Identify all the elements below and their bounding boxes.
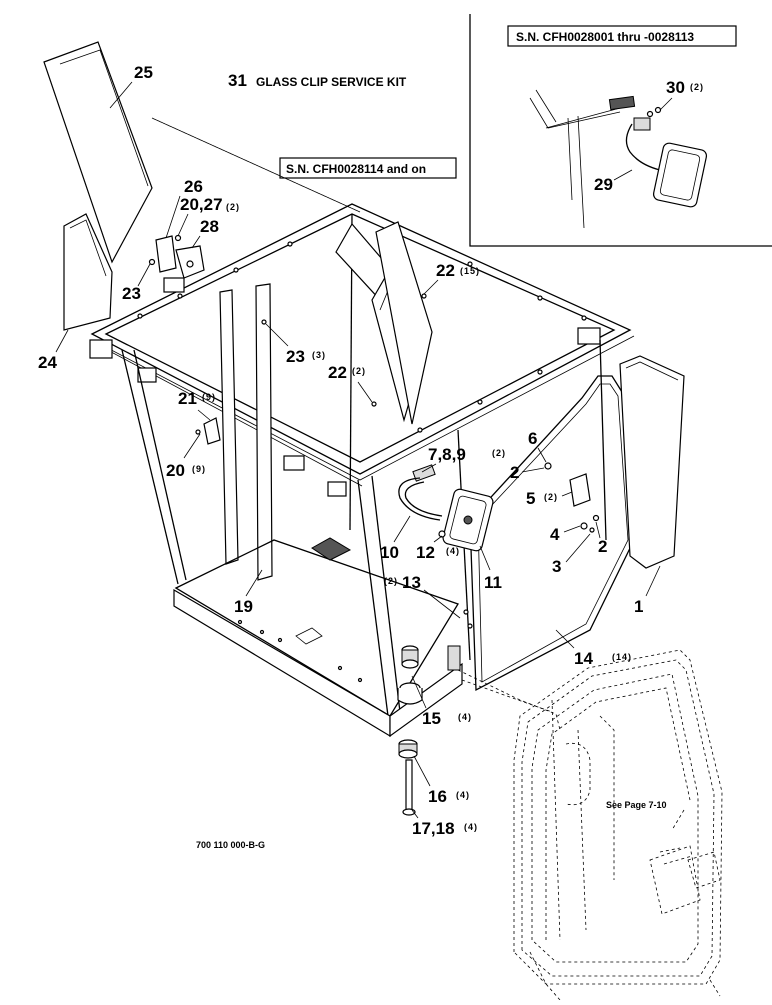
drawing-number: 700 110 000-B-G [196, 840, 265, 850]
side-window-1 [619, 355, 685, 569]
qty-15: (4) [458, 712, 472, 722]
label-14: 14 [574, 649, 593, 668]
mirror-assembly [398, 464, 494, 552]
label-11: 11 [484, 573, 502, 592]
qty-5: (2) [544, 492, 558, 502]
qty-22a: (15) [460, 266, 480, 276]
label-30: 30 [666, 78, 685, 97]
side-panel-24 [63, 213, 113, 331]
label-28: 28 [200, 217, 219, 236]
label-12: 12 [416, 543, 435, 562]
label-1: 1 [634, 597, 643, 616]
qty-23b: (3) [312, 350, 326, 360]
qty-13: (2) [384, 576, 398, 586]
main-serial-box [279, 157, 457, 179]
label-17-18: 17,18 [412, 819, 455, 838]
label-21: 21 [178, 389, 197, 408]
qty-14: (14) [612, 652, 632, 662]
glass-panel-rear-right [375, 221, 433, 425]
label-22b: 22 [328, 363, 347, 382]
roof-panel-25 [43, 41, 153, 264]
inset-mirror [652, 142, 708, 208]
label-4: 4 [550, 525, 560, 544]
cab-frame [89, 203, 635, 738]
bolt-17-18 [402, 759, 416, 816]
inset-bracket [608, 95, 636, 111]
label-29: 29 [594, 175, 613, 194]
inset-serial-text: S.N. CFH0028001 thru -0028113 [516, 30, 694, 44]
label-24: 24 [38, 353, 57, 372]
qty-22b: (2) [352, 366, 366, 376]
glass-clip-kit-text: GLASS CLIP SERVICE KIT [256, 75, 407, 89]
qty-16: (4) [456, 790, 470, 800]
bracket-26-28 [148, 234, 205, 279]
washer-16 [398, 739, 418, 759]
label-20-27: 20,27 [180, 195, 223, 214]
label-15: 15 [422, 709, 441, 728]
inset-serial-box [507, 25, 737, 47]
inset-mirror-arm [625, 123, 661, 171]
label-19: 19 [234, 597, 253, 616]
label-20: 20 [166, 461, 185, 480]
qty-12: (4) [446, 546, 460, 556]
label-23b: 23 [286, 347, 305, 366]
door-assembly [457, 649, 723, 1001]
label-13: 13 [402, 573, 421, 592]
isolator-mount-15 [397, 645, 423, 705]
label-23a: 23 [122, 284, 141, 303]
label-16: 16 [428, 787, 447, 806]
label-3: 3 [552, 557, 561, 576]
see-page-text: See Page 7-10 [606, 800, 667, 810]
qty-20-27: (2) [226, 202, 240, 212]
main-serial-text: S.N. CFH0028114 and on [286, 162, 426, 176]
label-6: 6 [528, 429, 537, 448]
label-5: 5 [526, 489, 535, 508]
inset-mirror-mount [633, 117, 651, 131]
qty-30: (2) [690, 82, 704, 92]
label-7-8-9: 7,8,9 [428, 445, 466, 464]
inset-panel: S.N. CFH0028001 thru -0028113 30 (2) 29 [469, 14, 772, 247]
hinge-13 [447, 609, 473, 671]
label-26: 26 [184, 177, 203, 196]
qty-7-8-9: (2) [492, 448, 506, 458]
label-25: 25 [134, 63, 153, 82]
qty-20: (9) [192, 464, 206, 474]
label-2a: 2 [510, 463, 519, 482]
qty-17-18: (4) [464, 822, 478, 832]
label-10: 10 [380, 543, 399, 562]
label-22a: 22 [436, 261, 455, 280]
latch-hardware [544, 462, 600, 533]
label-31: 31 [228, 71, 247, 90]
label-2b: 2 [598, 537, 607, 556]
qty-21: (9) [202, 392, 216, 402]
clip-20-21 [203, 417, 221, 445]
